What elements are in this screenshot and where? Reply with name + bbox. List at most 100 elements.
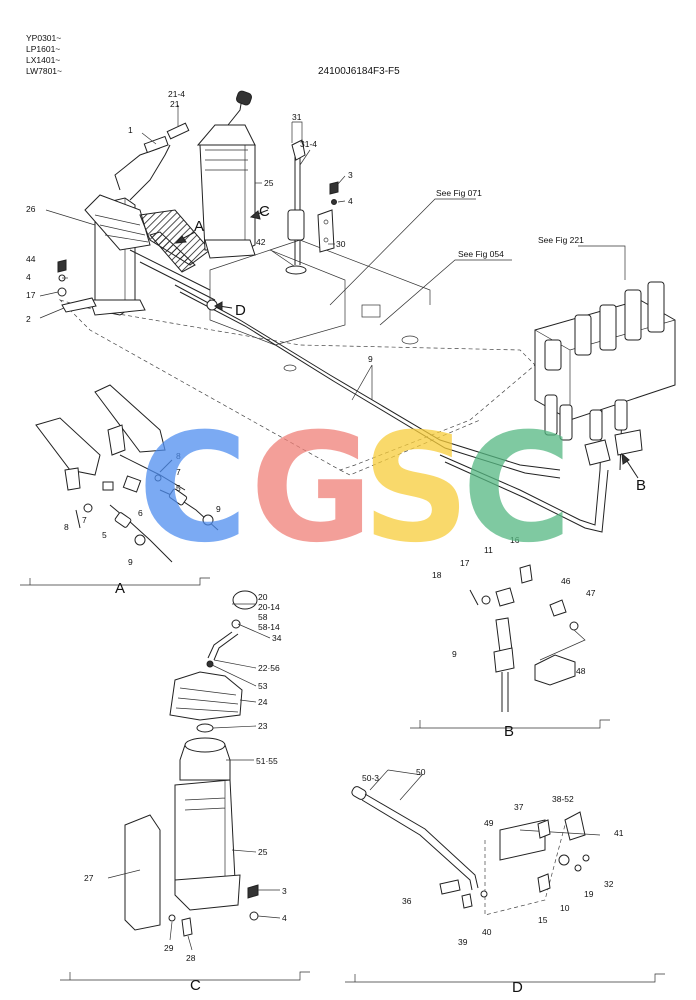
- bolt-46: [549, 599, 567, 617]
- part-label: 39: [458, 937, 468, 947]
- washer-7: [154, 474, 162, 482]
- part-label: 7: [82, 515, 87, 525]
- rod-end: [495, 617, 513, 653]
- bracket-38: [564, 811, 586, 841]
- joint-D: [206, 299, 218, 311]
- pin-19: [574, 864, 582, 872]
- reference-label: See Fig 071: [436, 188, 482, 198]
- part-label: 50: [416, 767, 426, 777]
- bracket-hole: [323, 237, 329, 243]
- section-line: [20, 577, 210, 586]
- part-label: 40: [482, 927, 492, 937]
- pedal-rod: [129, 144, 171, 201]
- pedal-pad: [149, 231, 196, 273]
- bolt-15: [537, 873, 551, 893]
- section-line: [410, 719, 610, 729]
- collar-top: [184, 737, 226, 753]
- pedal-linkage: [129, 249, 216, 301]
- bolt-44: [57, 259, 67, 273]
- part-label: 19: [584, 889, 594, 899]
- part-label: 58-14: [258, 622, 280, 632]
- pedal-pad: [139, 209, 211, 266]
- part-label: 2: [26, 314, 31, 324]
- pivot-42: [285, 265, 307, 275]
- grip-50-3: [351, 786, 367, 800]
- part-label: 20-14: [258, 602, 280, 612]
- part-label: 5: [176, 483, 181, 493]
- part-label: 50-3: [362, 773, 379, 783]
- serial-line: LX1401~: [26, 55, 60, 65]
- lever-boot-top: [196, 124, 256, 146]
- bracket-30: [317, 209, 335, 253]
- pin-16: [519, 564, 533, 584]
- drawing-code: 24100J6184F3-F5: [318, 66, 400, 77]
- pin-8: [159, 459, 173, 473]
- pedal-rod: [114, 147, 161, 191]
- part-label: 4: [282, 913, 287, 923]
- part-label: 30: [336, 239, 346, 249]
- rod-end: [168, 488, 188, 506]
- part-label: 21-4: [168, 89, 185, 99]
- lever-base: [204, 239, 256, 259]
- part-label: 17: [460, 558, 470, 568]
- part-label: 58: [258, 612, 268, 622]
- main-labels: 1 21-4 21 26 25 31 31-4 3 4 30 42 44 4 1…: [26, 89, 646, 494]
- bushing-10: [558, 854, 570, 866]
- pedal-grip: [166, 122, 190, 140]
- part-label: 15: [538, 915, 548, 925]
- part-label: 18: [432, 570, 442, 580]
- part-label: 46: [561, 576, 571, 586]
- bracket-hole: [323, 219, 329, 225]
- part-label: 4: [348, 196, 353, 206]
- part-label: 28: [186, 953, 196, 963]
- washer-32: [582, 854, 590, 862]
- pin-18: [469, 589, 479, 606]
- ring-23: [196, 723, 214, 733]
- boot-folds: [94, 214, 149, 243]
- view-marker: C: [259, 203, 270, 220]
- clevis-6: [122, 475, 142, 493]
- part-label: 41: [614, 828, 624, 838]
- section-label: C: [190, 977, 201, 994]
- part-label: 27: [84, 873, 94, 883]
- pedal-grip: [143, 135, 169, 154]
- clevis-11: [495, 587, 515, 607]
- serial-line: YP0301~: [26, 33, 61, 43]
- detail-c: 20 20-14 58 58-14 34 22·56 53 24 23 51·5…: [60, 590, 310, 994]
- section-label: B: [504, 723, 514, 740]
- part-label: 53: [258, 681, 268, 691]
- serial-range: YP0301~ LP1601~ LX1401~ LW7801~: [26, 33, 62, 76]
- rod-end: [114, 512, 132, 528]
- detail-b: 16 11 17 18 46 47 9 48 B: [410, 535, 610, 740]
- knob-20: [232, 590, 258, 610]
- part-label: 9: [452, 649, 457, 659]
- adjuster: [202, 514, 214, 526]
- housing-25: [174, 779, 236, 891]
- pin-8: [75, 509, 81, 529]
- bracket-48: [534, 654, 576, 686]
- part-label: 38-52: [552, 794, 574, 804]
- part-label: 42: [256, 237, 266, 247]
- part-label: 31-4: [300, 139, 317, 149]
- spring-37: [537, 819, 551, 839]
- rod-spring: [287, 209, 305, 241]
- part-label: 21: [170, 99, 180, 109]
- detail-a: 8 7 5 6 8 7 5 9 9 A: [20, 384, 221, 597]
- nut-47: [569, 621, 579, 631]
- cover-plate: [209, 249, 346, 346]
- part-label: 25: [264, 178, 274, 188]
- lever-50: [361, 793, 479, 891]
- cover-hole: [283, 364, 297, 372]
- section-label: D: [512, 979, 523, 996]
- part-label: 48: [576, 666, 586, 676]
- reference-label: See Fig 221: [538, 235, 584, 245]
- pedal-a2: [94, 384, 166, 453]
- washer-29: [168, 914, 176, 922]
- part-label: 44: [26, 254, 36, 264]
- bolt-28: [181, 917, 193, 937]
- part-label: 16: [510, 535, 520, 545]
- part-label: 7: [176, 467, 181, 477]
- section-line: [345, 973, 665, 983]
- nut-34: [231, 619, 241, 629]
- serial-line: LP1601~: [26, 44, 60, 54]
